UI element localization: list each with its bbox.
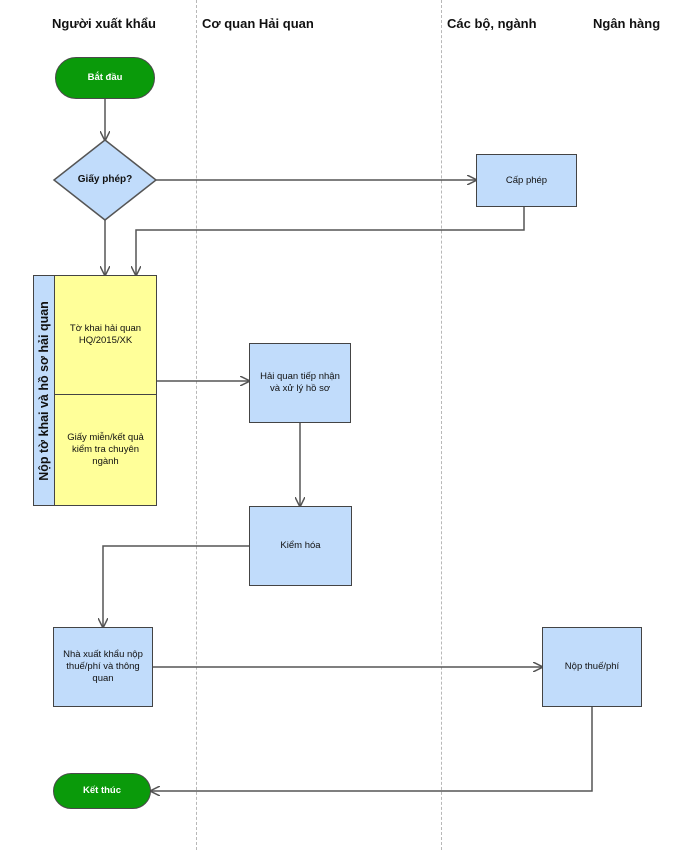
end-label: Kết thúc [83, 785, 121, 797]
lane-divider-1 [196, 0, 197, 850]
inspection-label: Kiểm hóa [280, 540, 321, 552]
lane-divider-2 [441, 0, 442, 850]
exporter-pay-box: Nhà xuất khẩu nộp thuế/phí và thông quan [53, 627, 153, 707]
end-terminal: Kết thúc [53, 773, 151, 809]
customs-declaration-label: Tờ khai hải quan HQ/2015/XK [69, 323, 142, 346]
lane-header-customs: Cơ quan Hải quan [202, 16, 314, 31]
issue-permit-box: Cấp phép [476, 154, 577, 207]
issue-permit-label: Cấp phép [505, 174, 548, 186]
bank-pay-label: Nộp thuế/phí [564, 661, 620, 673]
exemption-certificate-label: Giấy miễn/kết quả kiểm tra chuyên ngành [67, 432, 144, 467]
lane-header-bank: Ngân hàng [593, 16, 661, 31]
submit-group-title-label: Nộp tờ khai và hồ sơ hải quan [37, 300, 51, 481]
bank-pay-box: Nộp thuế/phí [542, 627, 642, 707]
exporter-pay-label: Nhà xuất khẩu nộp thuế/phí và thông quan [63, 649, 143, 684]
permit-decision-diamond [52, 139, 158, 221]
edge-inspection-to-exporter-pay [103, 545, 249, 627]
submit-group-title: Nộp tờ khai và hồ sơ hải quan [33, 275, 55, 506]
exemption-certificate-box: Giấy miễn/kết quả kiểm tra chuyên ngành [54, 394, 157, 506]
edge-issue-to-declaration [136, 207, 525, 275]
permit-decision-label: Giấy phép? [77, 174, 133, 185]
edge-bank-to-end [151, 707, 593, 791]
lane-header-ministries: Các bộ, ngành [447, 16, 537, 31]
start-label: Bắt đầu [87, 72, 123, 84]
customs-receive-box: Hải quan tiếp nhận và xử lý hồ sơ [249, 343, 351, 423]
lane-header-exporter: Người xuất khẩu [52, 16, 156, 31]
customs-receive-label: Hải quan tiếp nhận và xử lý hồ sơ [260, 371, 340, 394]
customs-declaration-box: Tờ khai hải quan HQ/2015/XK [54, 275, 157, 395]
inspection-box: Kiểm hóa [249, 506, 352, 586]
start-terminal: Bắt đầu [55, 57, 155, 99]
